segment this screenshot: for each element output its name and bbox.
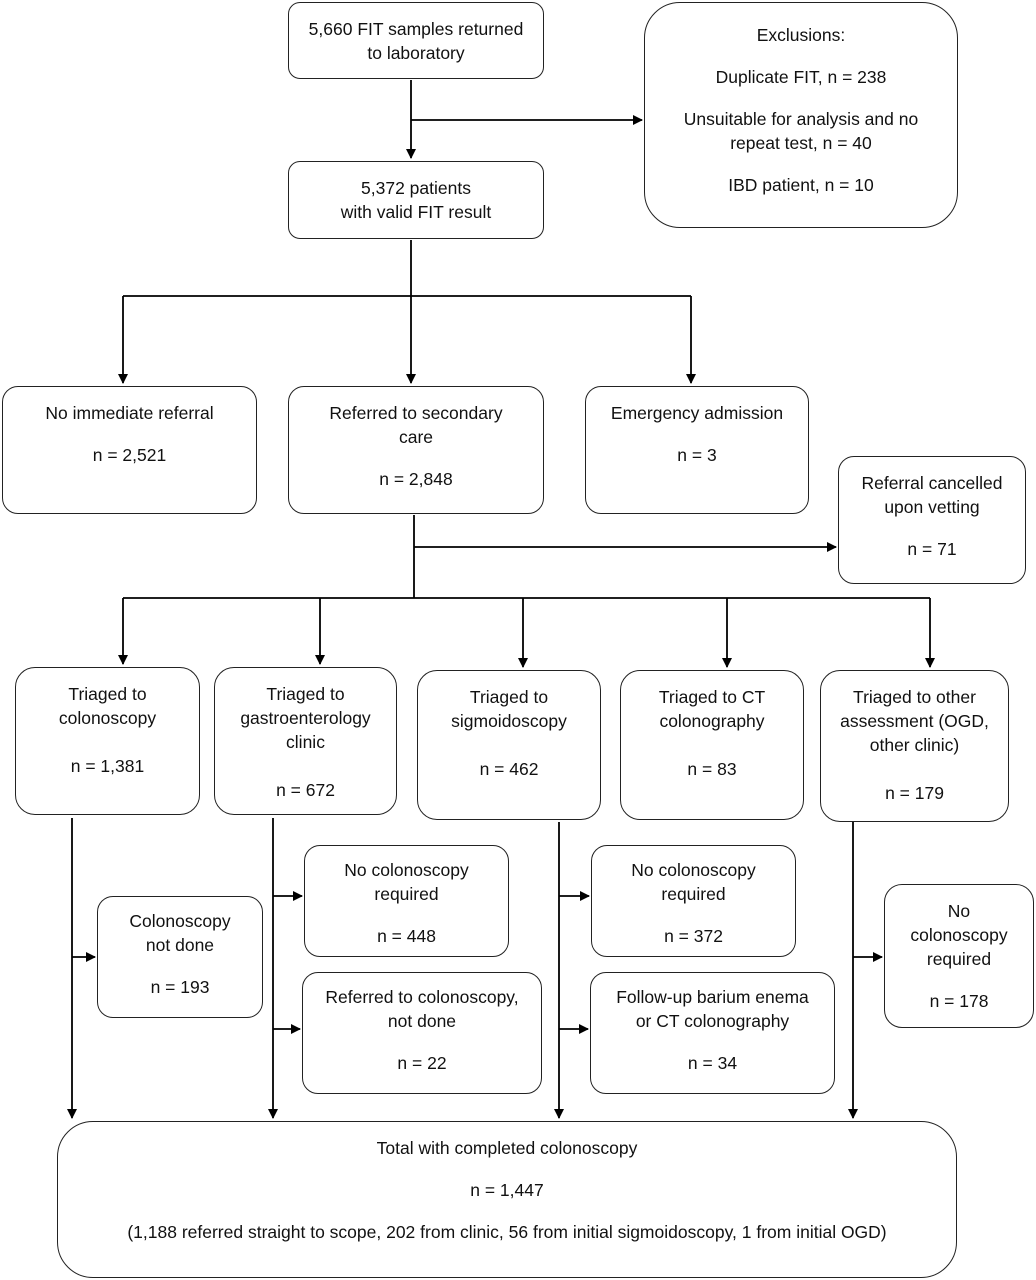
gastro-referred-not-done-box: Referred to colonoscopy, not done n = 22 xyxy=(302,972,542,1094)
triaged-gastro-count: n = 672 xyxy=(276,780,335,800)
other-no-colonoscopy-label: No colonoscopy required xyxy=(910,901,1008,969)
triaged-ct-count: n = 83 xyxy=(687,759,737,779)
sigmoid-no-colonoscopy-label: No colonoscopy required xyxy=(631,860,756,904)
sigmoid-no-colonoscopy-box: No colonoscopy required n = 372 xyxy=(591,845,796,957)
emergency-count: n = 3 xyxy=(677,445,717,465)
no-referral-label: No immediate referral xyxy=(45,403,214,423)
no-referral-count: n = 2,521 xyxy=(92,445,167,465)
triaged-ct-label: Triaged to CT colonography xyxy=(658,687,766,731)
cancelled-count: n = 71 xyxy=(907,539,957,559)
gastro-no-colonoscopy-label: No colonoscopy required xyxy=(344,860,469,904)
sigmoid-followup-label: Follow-up barium enema or CT colonograph… xyxy=(616,987,809,1031)
other-no-colonoscopy-count: n = 178 xyxy=(929,991,989,1011)
sigmoid-followup-count: n = 34 xyxy=(687,1053,738,1073)
triaged-sigmoid-label: Triaged to sigmoidoscopy xyxy=(451,687,567,731)
sigmoid-no-colonoscopy-count: n = 372 xyxy=(664,926,723,946)
gastro-not-done-label: Referred to colonoscopy, not done xyxy=(325,987,519,1031)
other-no-colonoscopy-box: No colonoscopy required n = 178 xyxy=(884,884,1034,1028)
colonoscopy-not-done-label: Colonoscopy not done xyxy=(129,911,231,955)
referred-secondary-care-box: Referred to secondary care n = 2,848 xyxy=(288,386,544,514)
valid-fit-text: 5,372 patients with valid FIT result xyxy=(340,178,492,222)
exclusion-item: Unsuitable for analysis and no repeat te… xyxy=(683,109,919,153)
colonoscopy-not-done-box: Colonoscopy not done n = 193 xyxy=(97,896,263,1018)
emergency-label: Emergency admission xyxy=(610,403,784,423)
triaged-sigmoidoscopy-box: Triaged to sigmoidoscopy n = 462 xyxy=(417,670,601,820)
triaged-ct-colonography-box: Triaged to CT colonography n = 83 xyxy=(620,670,804,820)
referral-cancelled-box: Referral cancelled upon vetting n = 71 xyxy=(838,456,1026,584)
samples-returned-box: 5,660 FIT samples returned to laboratory xyxy=(288,2,544,79)
sigmoid-followup-box: Follow-up barium enema or CT colonograph… xyxy=(590,972,835,1094)
samples-returned-text: 5,660 FIT samples returned to laboratory xyxy=(308,18,524,63)
total-breakdown: (1,188 referred straight to scope, 202 f… xyxy=(127,1222,887,1242)
total-count: n = 1,447 xyxy=(470,1180,544,1200)
triaged-colonoscopy-label: Triaged to colonoscopy xyxy=(58,684,157,728)
gastro-no-colonoscopy-count: n = 448 xyxy=(377,926,436,946)
valid-fit-box: 5,372 patients with valid FIT result xyxy=(288,161,544,239)
gastro-no-colonoscopy-box: No colonoscopy required n = 448 xyxy=(304,845,509,957)
triaged-gastroenterology-box: Triaged to gastroenterology clinic n = 6… xyxy=(214,667,397,815)
cancelled-label: Referral cancelled upon vetting xyxy=(861,473,1003,517)
exclusion-item: Duplicate FIT, n = 238 xyxy=(715,67,887,87)
emergency-admission-box: Emergency admission n = 3 xyxy=(585,386,809,514)
exclusions-title: Exclusions: xyxy=(756,25,846,45)
referred-count: n = 2,848 xyxy=(379,469,453,489)
total-label: Total with completed colonoscopy xyxy=(376,1138,638,1158)
colonoscopy-not-done-count: n = 193 xyxy=(150,977,210,997)
no-referral-box: No immediate referral n = 2,521 xyxy=(2,386,257,514)
triaged-other-label: Triaged to other assessment (OGD, other … xyxy=(840,687,989,755)
triaged-other-count: n = 179 xyxy=(885,783,944,803)
exclusion-item: IBD patient, n = 10 xyxy=(728,175,874,195)
triaged-colonoscopy-count: n = 1,381 xyxy=(70,756,145,776)
total-completed-colonoscopy-box: Total with completed colonoscopy n = 1,4… xyxy=(57,1121,957,1278)
triaged-colonoscopy-box: Triaged to colonoscopy n = 1,381 xyxy=(15,667,200,815)
referred-label: Referred to secondary care xyxy=(329,403,503,447)
exclusions-box: Exclusions: Duplicate FIT, n = 238 Unsui… xyxy=(644,2,958,228)
triaged-sigmoid-count: n = 462 xyxy=(479,759,539,779)
gastro-not-done-count: n = 22 xyxy=(397,1053,447,1073)
triaged-other-assessment-box: Triaged to other assessment (OGD, other … xyxy=(820,670,1009,822)
triaged-gastro-label: Triaged to gastroenterology clinic xyxy=(240,684,371,752)
